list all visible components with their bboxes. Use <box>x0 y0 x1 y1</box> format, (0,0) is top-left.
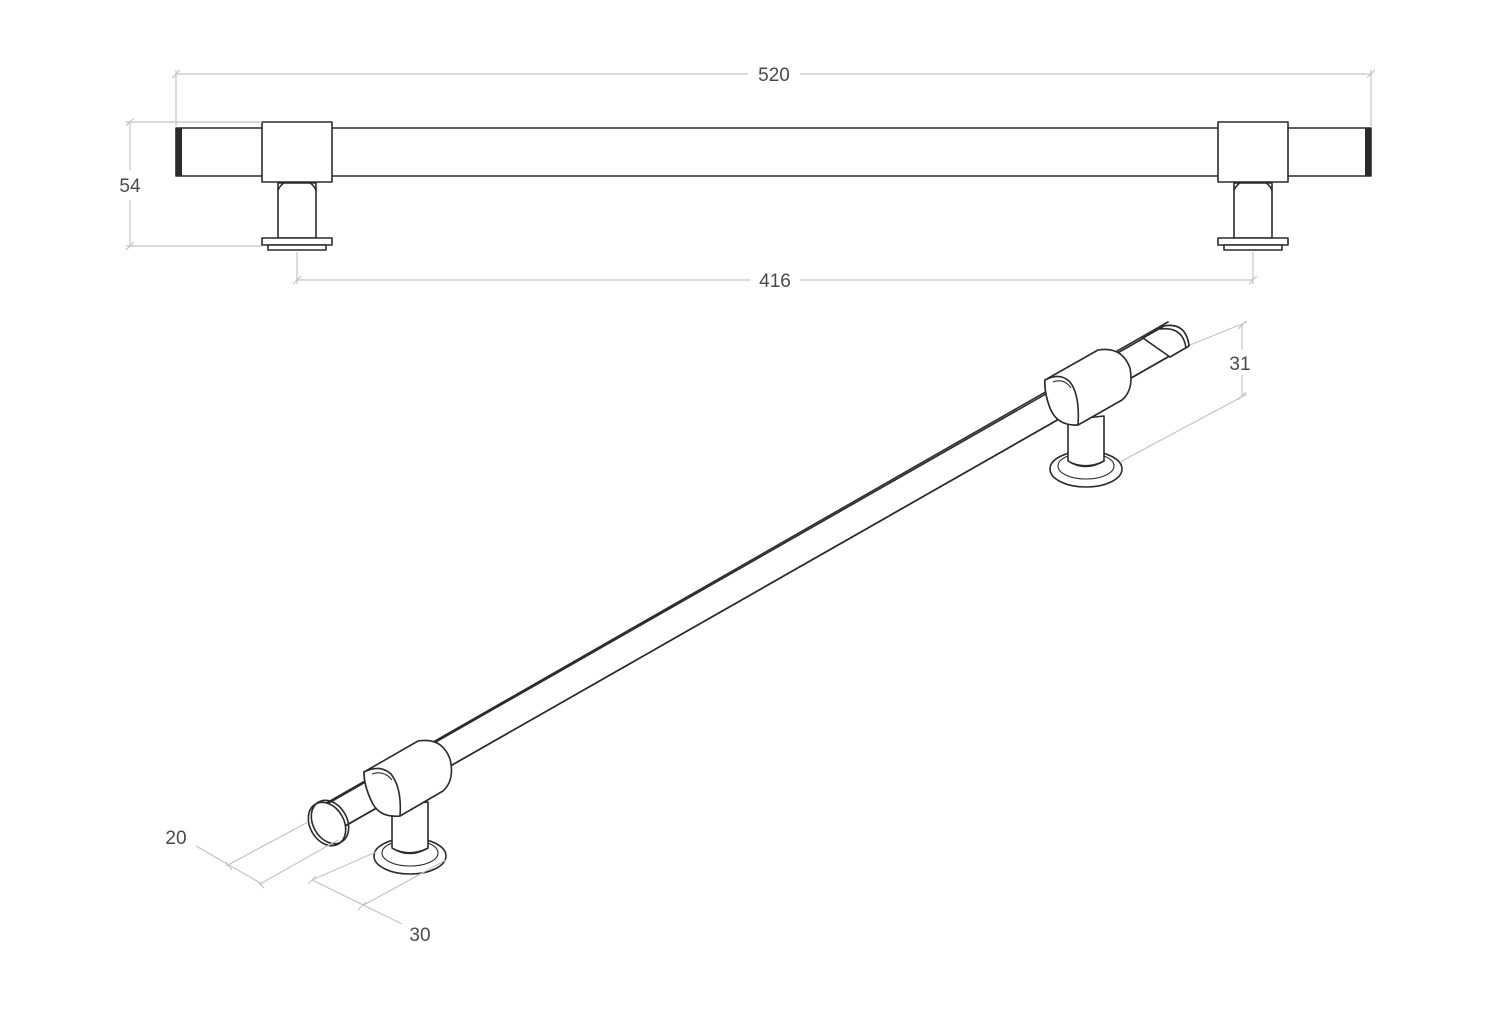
dimension-bar-diameter: 31 <box>1119 320 1251 463</box>
dimension-label-54: 54 <box>119 176 141 197</box>
dimension-label-30: 30 <box>409 925 430 946</box>
dimension-label-31: 31 <box>1229 354 1250 375</box>
front-left-end-cap <box>176 128 182 176</box>
iso-left-end <box>307 799 350 847</box>
iso-left-collar <box>363 739 453 817</box>
dimension-hole-spacing: 416 <box>292 252 1258 292</box>
dimension-end-diameter: 20 <box>165 821 339 889</box>
front-left-post <box>261 177 333 251</box>
dimension-height: 54 <box>119 117 262 251</box>
dimension-label-20: 20 <box>165 828 186 849</box>
front-view <box>175 121 1372 251</box>
iso-right-end <box>1142 324 1190 358</box>
front-bar <box>175 127 1372 177</box>
front-right-collar <box>1217 121 1289 183</box>
iso-right-post <box>1049 415 1123 488</box>
front-left-collar <box>261 121 333 183</box>
dimension-base-diameter: 30 <box>307 851 447 946</box>
dimension-label-520: 520 <box>758 65 790 86</box>
dimension-overall-length: 520 <box>171 65 1376 126</box>
front-right-post <box>1217 177 1289 251</box>
front-right-end-cap <box>1365 128 1371 176</box>
iso-right-collar <box>1044 348 1132 426</box>
isometric-view <box>307 321 1190 875</box>
dimension-label-416: 416 <box>759 271 791 292</box>
